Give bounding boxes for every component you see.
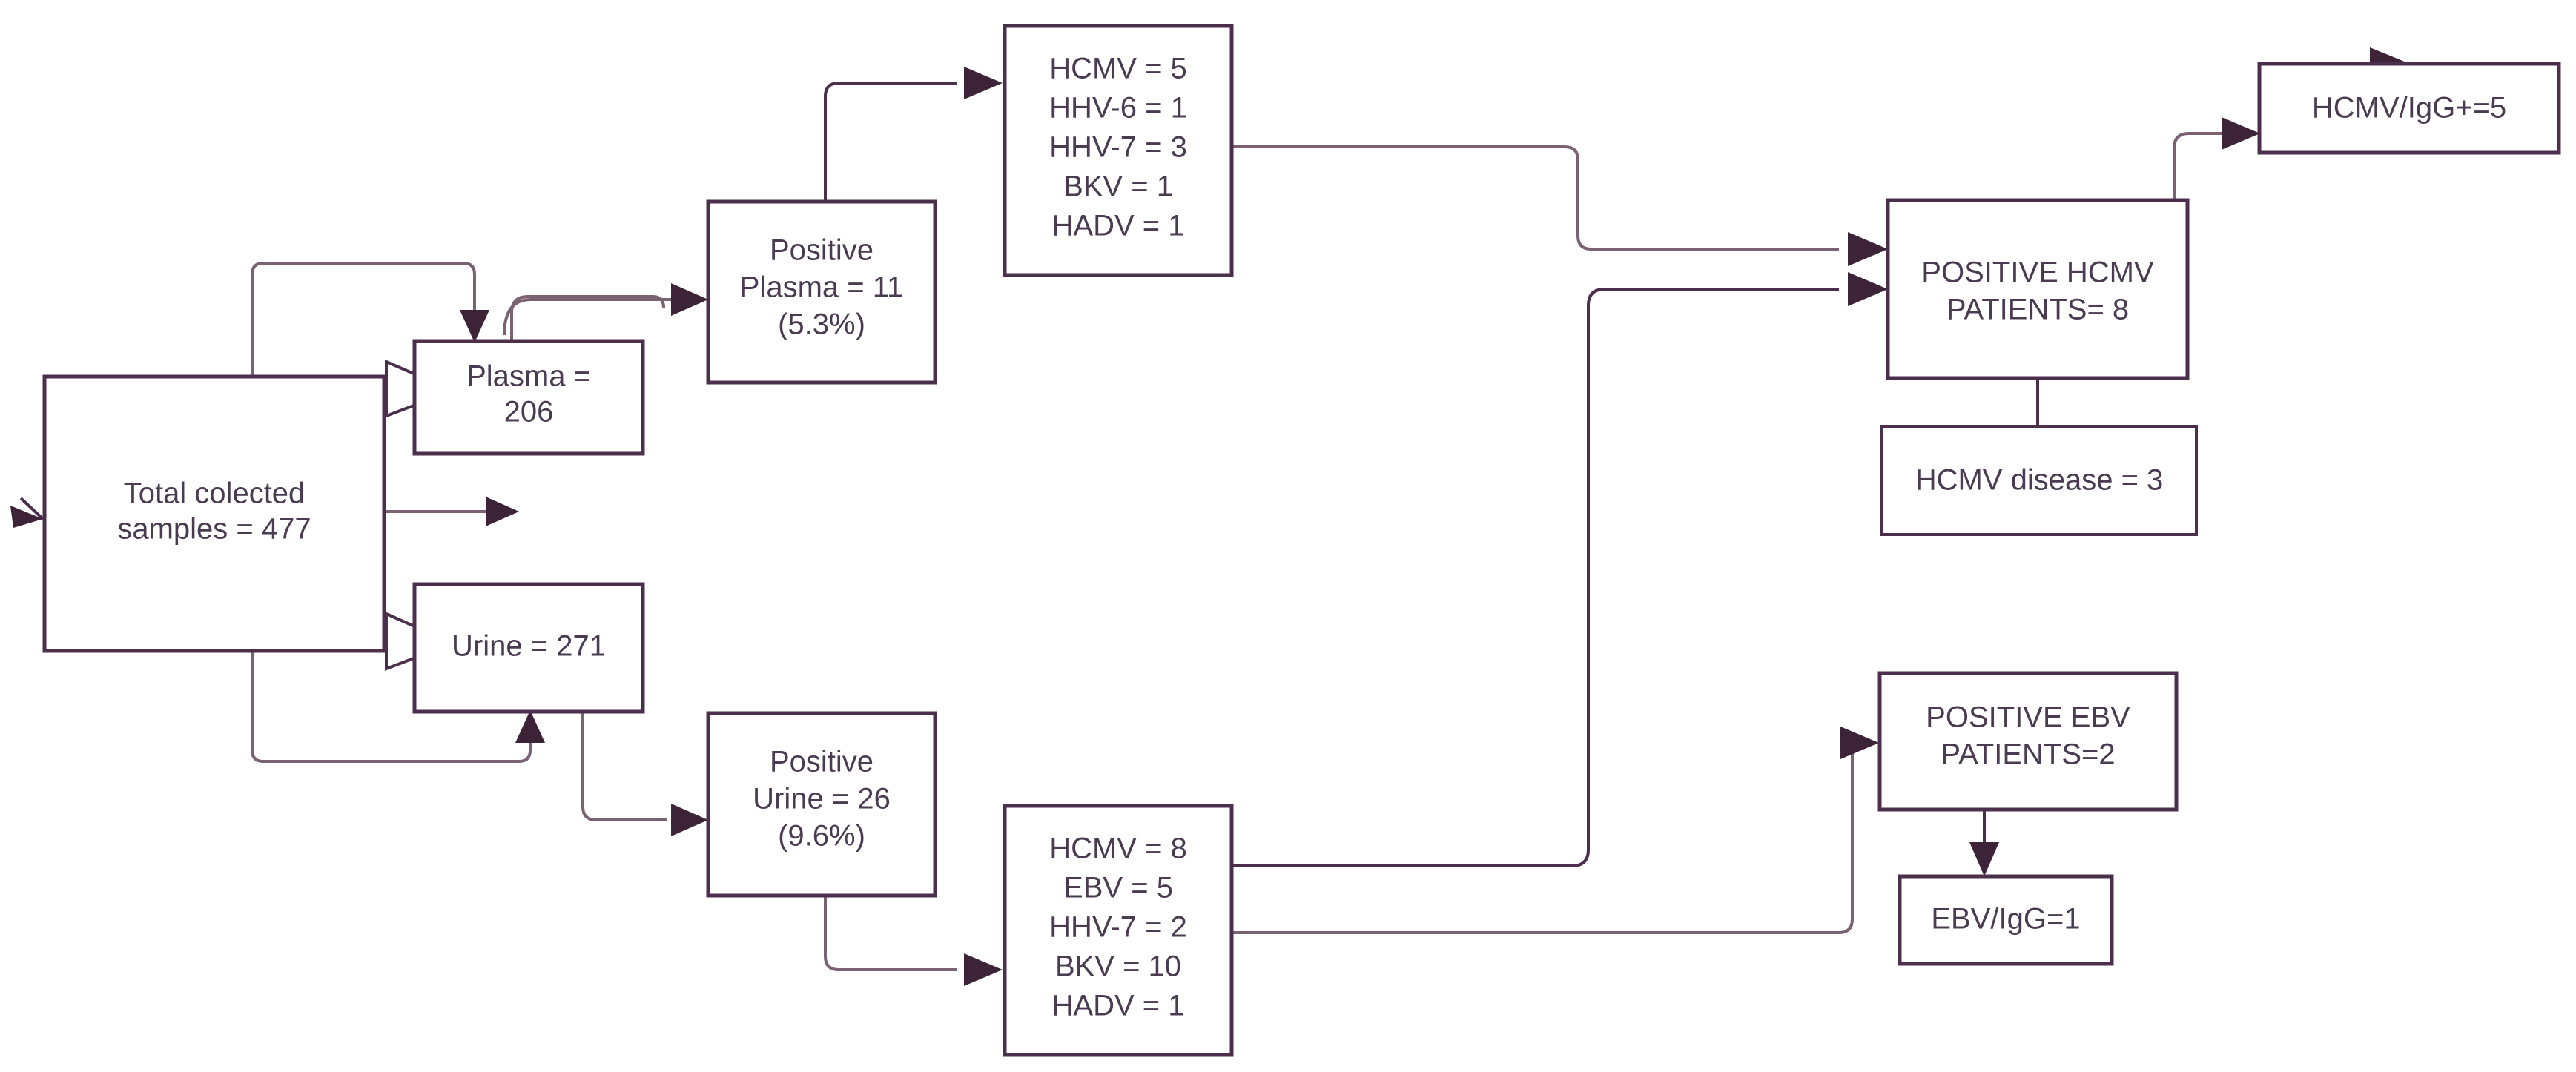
positive-hcmv-line2: PATIENTS= 8 bbox=[1946, 294, 2129, 326]
hcmv-disease-line1: HCMV disease = 3 bbox=[1915, 464, 2164, 497]
edge-total-midright-stub bbox=[384, 497, 519, 526]
edge-positive-urine-to-urine-viruses bbox=[824, 896, 1003, 986]
plasma-viruses-line2: HHV-6 = 1 bbox=[1049, 92, 1187, 125]
plasma-viruses-line4: BKV = 1 bbox=[1063, 171, 1173, 203]
edge-urine-viruses-to-ebv-patients bbox=[1232, 727, 1879, 934]
positive-plasma-line3: (5.3%) bbox=[778, 308, 865, 341]
edge-plasma-to-positive-plasma-2 bbox=[503, 283, 708, 336]
node-urine-viruses[interactable]: HCMV = 8 EBV = 5 HHV-7 = 2 BKV = 10 HADV… bbox=[1003, 804, 1234, 1057]
positive-plasma-line1: Positive bbox=[770, 234, 873, 267]
edge-total-to-plasma-loop bbox=[251, 262, 489, 377]
positive-urine-line2: Urine = 26 bbox=[753, 783, 891, 815]
node-ebv-igg[interactable]: EBV/IgG=1 bbox=[1898, 874, 2114, 966]
edge-hcmv-patients-to-hcmv-igg bbox=[2173, 117, 2260, 202]
positive-ebv-line1: POSITIVE EBV bbox=[1926, 701, 2130, 734]
positive-hcmv-line1: POSITIVE HCMV bbox=[1921, 257, 2154, 289]
ebv-igg-line1: EBV/IgG=1 bbox=[1931, 903, 2080, 936]
plasma-viruses-line3: HHV-7 = 3 bbox=[1049, 131, 1187, 164]
node-plasma-viruses[interactable]: HCMV = 5 HHV-6 = 1 HHV-7 = 3 BKV = 1 HAD… bbox=[1003, 24, 1234, 277]
node-total-samples[interactable]: Total colected samples = 477 bbox=[42, 374, 386, 653]
node-hcmv-disease[interactable]: HCMV disease = 3 bbox=[1880, 425, 2198, 536]
edge-total-to-urine-loop bbox=[251, 651, 545, 763]
urine-viruses-line1: HCMV = 8 bbox=[1049, 833, 1187, 865]
total-samples-line1: Total colected bbox=[124, 477, 306, 510]
urine-viruses-line5: HADV = 1 bbox=[1052, 990, 1185, 1022]
urine-line1: Urine = 271 bbox=[452, 630, 606, 663]
node-positive-hcmv-patients[interactable]: POSITIVE HCMV PATIENTS= 8 bbox=[1886, 198, 2190, 380]
positive-urine-line1: Positive bbox=[770, 746, 873, 778]
edge-positive-plasma-to-plasma-viruses bbox=[824, 67, 1003, 202]
plasma-viruses-line1: HCMV = 5 bbox=[1049, 53, 1187, 85]
positive-ebv-line2: PATIENTS=2 bbox=[1941, 738, 2115, 771]
edge-plasma-viruses-to-hcmv-patients bbox=[1232, 145, 1888, 266]
urine-viruses-line4: BKV = 10 bbox=[1055, 950, 1181, 983]
node-positive-urine[interactable]: Positive Urine = 26 (9.6%) bbox=[706, 711, 937, 898]
positive-plasma-line2: Plasma = 11 bbox=[740, 271, 904, 304]
node-positive-ebv-patients[interactable]: POSITIVE EBV PATIENTS=2 bbox=[1877, 671, 2179, 812]
positive-urine-line3: (9.6%) bbox=[778, 820, 865, 853]
urine-viruses-line3: HHV-7 = 2 bbox=[1049, 911, 1187, 944]
node-urine[interactable]: Urine = 271 bbox=[412, 582, 645, 714]
node-positive-plasma[interactable]: Positive Plasma = 11 (5.3%) bbox=[706, 199, 937, 385]
edge-urine-viruses-to-hcmv-patients bbox=[1232, 272, 1888, 867]
edge-inbound-total bbox=[10, 497, 44, 528]
urine-viruses-line2: EBV = 5 bbox=[1063, 872, 1173, 904]
plasma-viruses-line5: HADV = 1 bbox=[1052, 210, 1185, 242]
edge-ebv-patients-to-ebv-igg bbox=[1969, 810, 1999, 876]
node-hcmv-igg[interactable]: HCMV/IgG+=5 bbox=[2257, 62, 2561, 155]
plasma-line2: 206 bbox=[504, 396, 554, 429]
total-samples-line2: samples = 477 bbox=[117, 513, 311, 546]
plasma-line1: Plasma = bbox=[466, 360, 591, 393]
hcmv-igg-line1: HCMV/IgG+=5 bbox=[2312, 92, 2506, 125]
edge-urine-to-positive-urine bbox=[581, 712, 708, 836]
node-plasma[interactable]: Plasma = 206 bbox=[412, 339, 645, 456]
edge-plasma-to-positive-plasma bbox=[510, 295, 665, 341]
